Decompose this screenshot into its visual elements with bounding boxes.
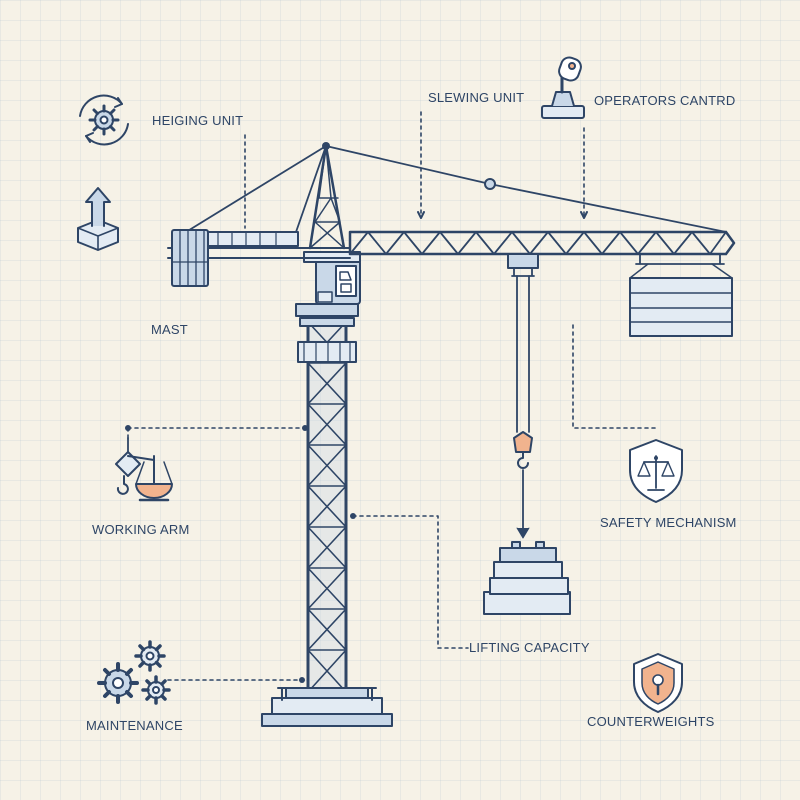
- leader-lines: [127, 111, 659, 681]
- label-maintenance: MAINTENANCE: [86, 718, 183, 733]
- trolley-hook: [507, 253, 539, 539]
- jib-tip-load: [629, 253, 733, 337]
- gears-icon: [97, 640, 171, 705]
- hook-scale-icon: [115, 437, 173, 502]
- label-lifting-capacity: LIFTING CAPACITY: [469, 640, 590, 655]
- up-arrow-box-icon: [77, 187, 119, 251]
- label-working-arm: WORKING ARM: [92, 522, 190, 537]
- shield-scale-icon: [629, 439, 683, 503]
- label-operators-cantrd: OPERATORS CANTRD: [594, 93, 736, 108]
- shield-keyhole-icon: [633, 653, 683, 713]
- mast: [295, 303, 359, 694]
- label-mast: MAST: [151, 322, 188, 337]
- label-slewing-unit: SLEWING UNIT: [428, 90, 525, 105]
- label-safety-mechanism: SAFETY MECHANISM: [600, 515, 737, 530]
- pendant-lines: [185, 145, 727, 233]
- counter-jib: [167, 229, 351, 287]
- pendant-pulley: [484, 178, 496, 190]
- leader-dots: [125, 425, 356, 683]
- leader-arrowheads: [417, 211, 588, 219]
- lifted-load: [483, 541, 571, 615]
- operator-cab: [303, 251, 361, 305]
- tower-top: [308, 142, 346, 250]
- crane-base: [261, 687, 393, 727]
- label-counterweights: COUNTERWEIGHTS: [587, 714, 715, 729]
- joystick-icon: [541, 56, 585, 119]
- label-heiging-unit: HEIGING UNIT: [152, 113, 244, 128]
- jib: [348, 230, 736, 256]
- gear-refresh-icon: [79, 94, 129, 146]
